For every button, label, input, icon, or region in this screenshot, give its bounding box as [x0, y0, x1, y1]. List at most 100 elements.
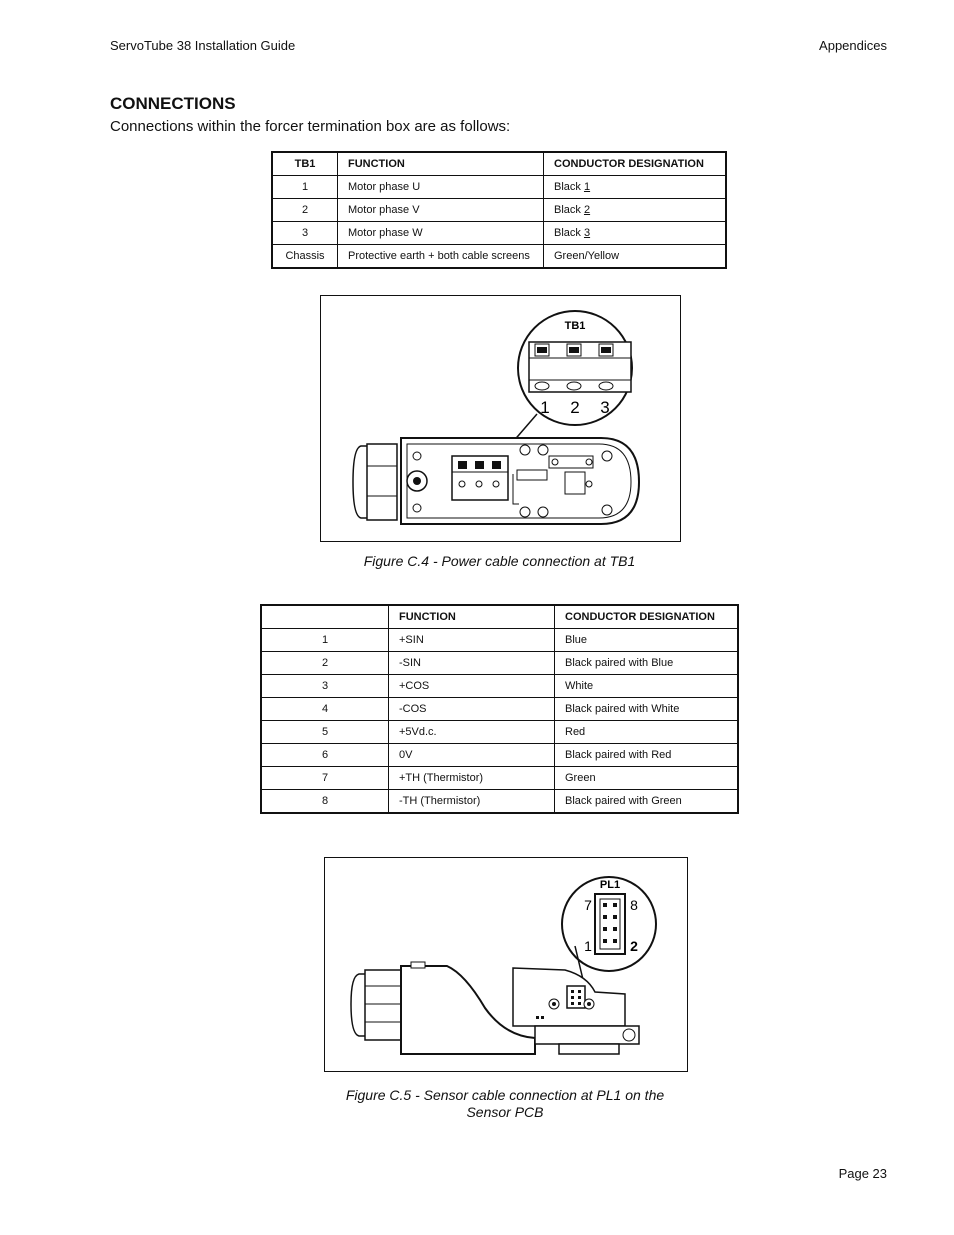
- function-cell: +5Vd.c.: [388, 720, 555, 744]
- cable-gland: [352, 445, 370, 519]
- gland-nut: [366, 443, 398, 521]
- table-header-cell: FUNCTION: [337, 152, 544, 176]
- caption-line: Figure C.5 - Sensor cable connection at …: [345, 1087, 665, 1103]
- pin-label-7: 7: [584, 897, 592, 913]
- figure-c5-caption: Figure C.5 - Sensor cable connection at …: [324, 1087, 686, 1121]
- table-row: 7 +TH (Thermistor) Green: [261, 766, 738, 790]
- terminal-screw-2-slot: [569, 347, 579, 353]
- pl1-connector-inner: [599, 898, 621, 950]
- pin-cell: 8: [261, 789, 389, 813]
- tb1-small-entry: [458, 480, 466, 488]
- table-row: 8 -TH (Thermistor) Black paired with Gre…: [261, 789, 738, 813]
- conductor-cell: Black 1: [543, 175, 726, 199]
- table-row: 5 +5Vd.c. Red: [261, 720, 738, 744]
- tb1-connection-table: TB1 FUNCTION CONDUCTOR DESIGNATION 1 Mot…: [271, 151, 727, 269]
- function-cell: -TH (Thermistor): [388, 789, 555, 813]
- sensor-connection-table: FUNCTION CONDUCTOR DESIGNATION 1 +SIN Bl…: [260, 604, 739, 814]
- pl1-small-pin: [578, 990, 581, 993]
- pl1-pin: [603, 927, 607, 931]
- table-header-row: TB1 FUNCTION CONDUCTOR DESIGNATION: [272, 152, 726, 176]
- table-header-cell: CONDUCTOR DESIGNATION: [543, 152, 726, 176]
- cable-gland: [350, 973, 368, 1037]
- pcb-pin: [585, 480, 593, 488]
- pin-label-1: 1: [584, 938, 592, 954]
- function-cell: -COS: [388, 697, 555, 721]
- screw: [622, 1028, 636, 1042]
- screw: [519, 506, 531, 518]
- conductor-cell: Blue: [554, 628, 738, 652]
- pcb-pin: [585, 458, 593, 466]
- tb1-cell: 2: [272, 198, 338, 222]
- conductor-cell: Black paired with Blue: [554, 651, 738, 675]
- pin-cell: 6: [261, 743, 389, 767]
- function-cell: Motor phase W: [337, 221, 544, 245]
- pin-cell: 3: [261, 674, 389, 698]
- terminal-screw-3-slot: [601, 347, 611, 353]
- pl1-small-pin: [571, 990, 574, 993]
- tb1-cell: 1: [272, 175, 338, 199]
- table-row: 4 -COS Black paired with White: [261, 697, 738, 721]
- conductor-cell: White: [554, 674, 738, 698]
- conductor-cell: Black paired with Red: [554, 743, 738, 767]
- conductor-text: Black: [554, 204, 584, 216]
- conductor-cell: Black 2: [543, 198, 726, 222]
- terminal-screw-1-slot: [537, 347, 547, 353]
- pl1-small-pin: [571, 1002, 574, 1005]
- section-title: CONNECTIONS: [110, 94, 236, 113]
- conductor-cell: Red: [554, 720, 738, 744]
- pin-label-2: 2: [630, 938, 638, 954]
- function-cell: Protective earth + both cable screens: [337, 244, 544, 268]
- pl1-connector-small: [566, 985, 586, 1009]
- table-header-cell: CONDUCTOR DESIGNATION: [554, 605, 738, 629]
- gland-nut: [364, 969, 402, 1041]
- pl1-pin: [603, 939, 607, 943]
- conductor-cell: Black paired with White: [554, 697, 738, 721]
- figure-power-cable-tb1: TB1 1 2 3: [320, 295, 681, 542]
- figure-c4-caption: Figure C.4 - Power cable connection at T…: [363, 553, 636, 569]
- screw: [412, 451, 422, 461]
- housing-tab: [410, 961, 426, 969]
- pl1-pin: [613, 915, 617, 919]
- screw: [537, 444, 549, 456]
- screw: [601, 450, 613, 462]
- caption-line: Sensor PCB: [466, 1104, 544, 1120]
- table-row: 6 0V Black paired with Red: [261, 743, 738, 767]
- conductor-number: 2: [583, 204, 591, 216]
- conductor-text: Black: [554, 181, 584, 193]
- terminal-number-1: 1: [540, 398, 549, 417]
- terminal-entry-1: [534, 381, 550, 391]
- table-row: 1 Motor phase U Black 1: [272, 175, 726, 199]
- section-intro: Connections within the forcer terminatio…: [110, 118, 511, 135]
- table-row: 3 +COS White: [261, 674, 738, 698]
- pl1-small-pin: [578, 1002, 581, 1005]
- wire-path: [512, 474, 519, 505]
- terminal-entry-3: [598, 381, 614, 391]
- conductor-cell: Black paired with Green: [565, 795, 682, 807]
- terminal-number-2: 2: [570, 398, 579, 417]
- page-number: Page 23: [838, 1166, 887, 1181]
- marker: [541, 1016, 544, 1019]
- table-row: Chassis Protective earth + both cable sc…: [272, 244, 726, 268]
- function-cell: Motor phase U: [337, 175, 544, 199]
- pl1-pin: [603, 915, 607, 919]
- function-cell: +COS: [388, 674, 555, 698]
- conductor-number: 3: [583, 227, 591, 239]
- figure-sensor-cable-pl1: PL1 7 8 1 2: [324, 857, 688, 1072]
- pl1-drawing: PL1 7 8 1 2: [350, 876, 657, 1055]
- header-document-title: ServoTube 38 Installation Guide: [110, 38, 296, 53]
- pin-cell: 5: [261, 720, 389, 744]
- function-cell: +SIN: [388, 628, 555, 652]
- pin-cell: 7: [261, 766, 389, 790]
- tb1-small-screw: [492, 461, 501, 469]
- pl1-pin: [613, 939, 617, 943]
- pcb-component: [564, 471, 586, 495]
- tb1-small-screw: [458, 461, 467, 469]
- housing-inner-edge: [406, 443, 632, 519]
- pin-cell: 2: [261, 651, 389, 675]
- pcb-component: [516, 469, 548, 481]
- base-foot: [558, 1043, 620, 1055]
- screw: [537, 506, 549, 518]
- tb1-cell: Chassis: [272, 244, 338, 268]
- pl1-small-pin: [571, 996, 574, 999]
- screw-center: [552, 1002, 556, 1006]
